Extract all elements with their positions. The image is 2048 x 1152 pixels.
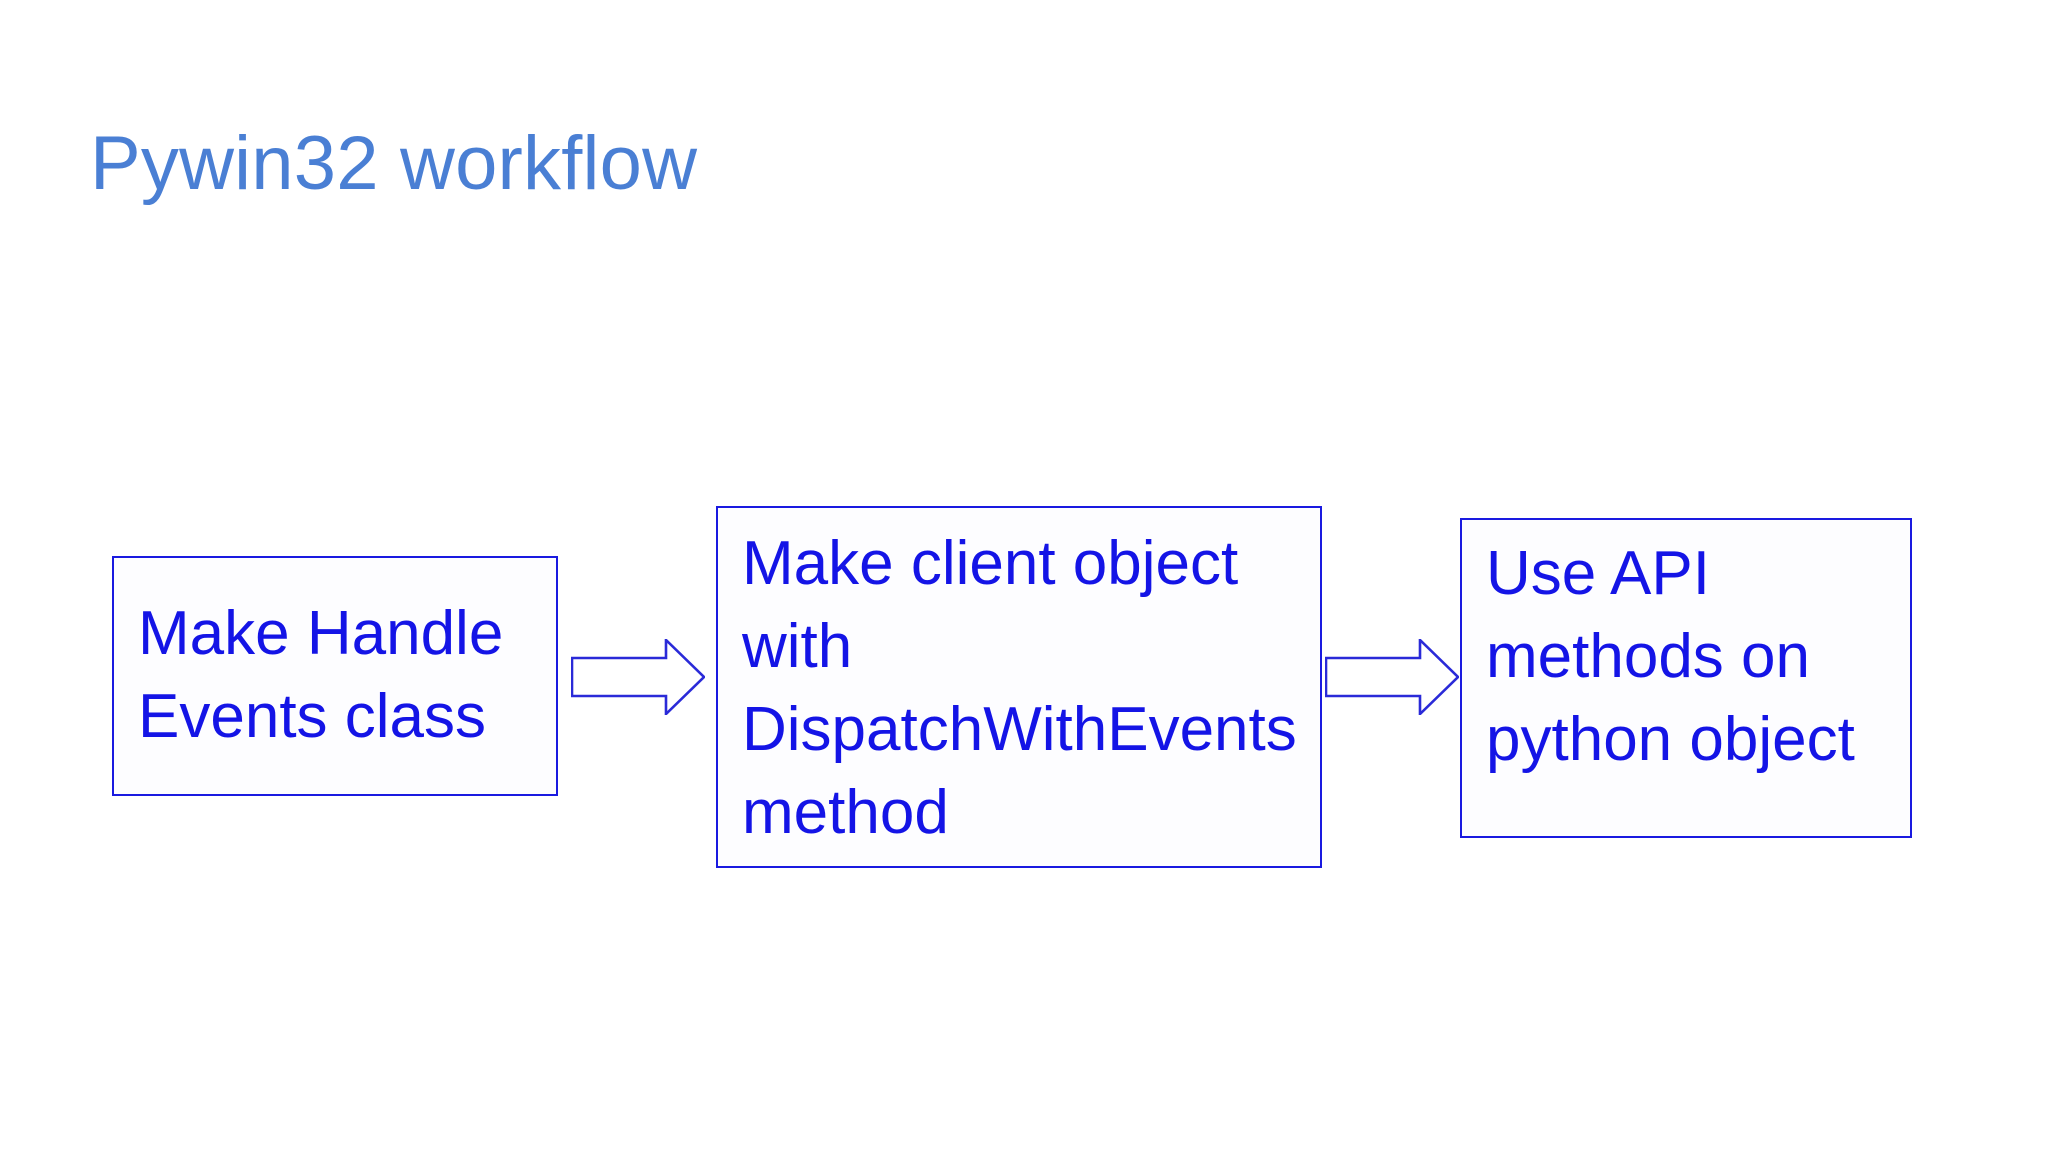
flow-node-label: Make client object with DispatchWithEven… xyxy=(742,529,1297,847)
flow-node-label: Make Handle Events class xyxy=(138,599,504,751)
flow-node-label: Use API methods on python object xyxy=(1486,539,1855,774)
page-title: Pywin32 workflow xyxy=(90,121,698,206)
flow-node-handle-events[interactable]: Make Handle Events class xyxy=(112,556,558,796)
flow-node-client-object[interactable]: Make client object with DispatchWithEven… xyxy=(716,506,1322,868)
flow-node-use-api[interactable]: Use API methods on python object xyxy=(1460,518,1912,838)
right-block-arrow-icon xyxy=(571,639,705,715)
right-block-arrow-icon xyxy=(1325,639,1459,715)
